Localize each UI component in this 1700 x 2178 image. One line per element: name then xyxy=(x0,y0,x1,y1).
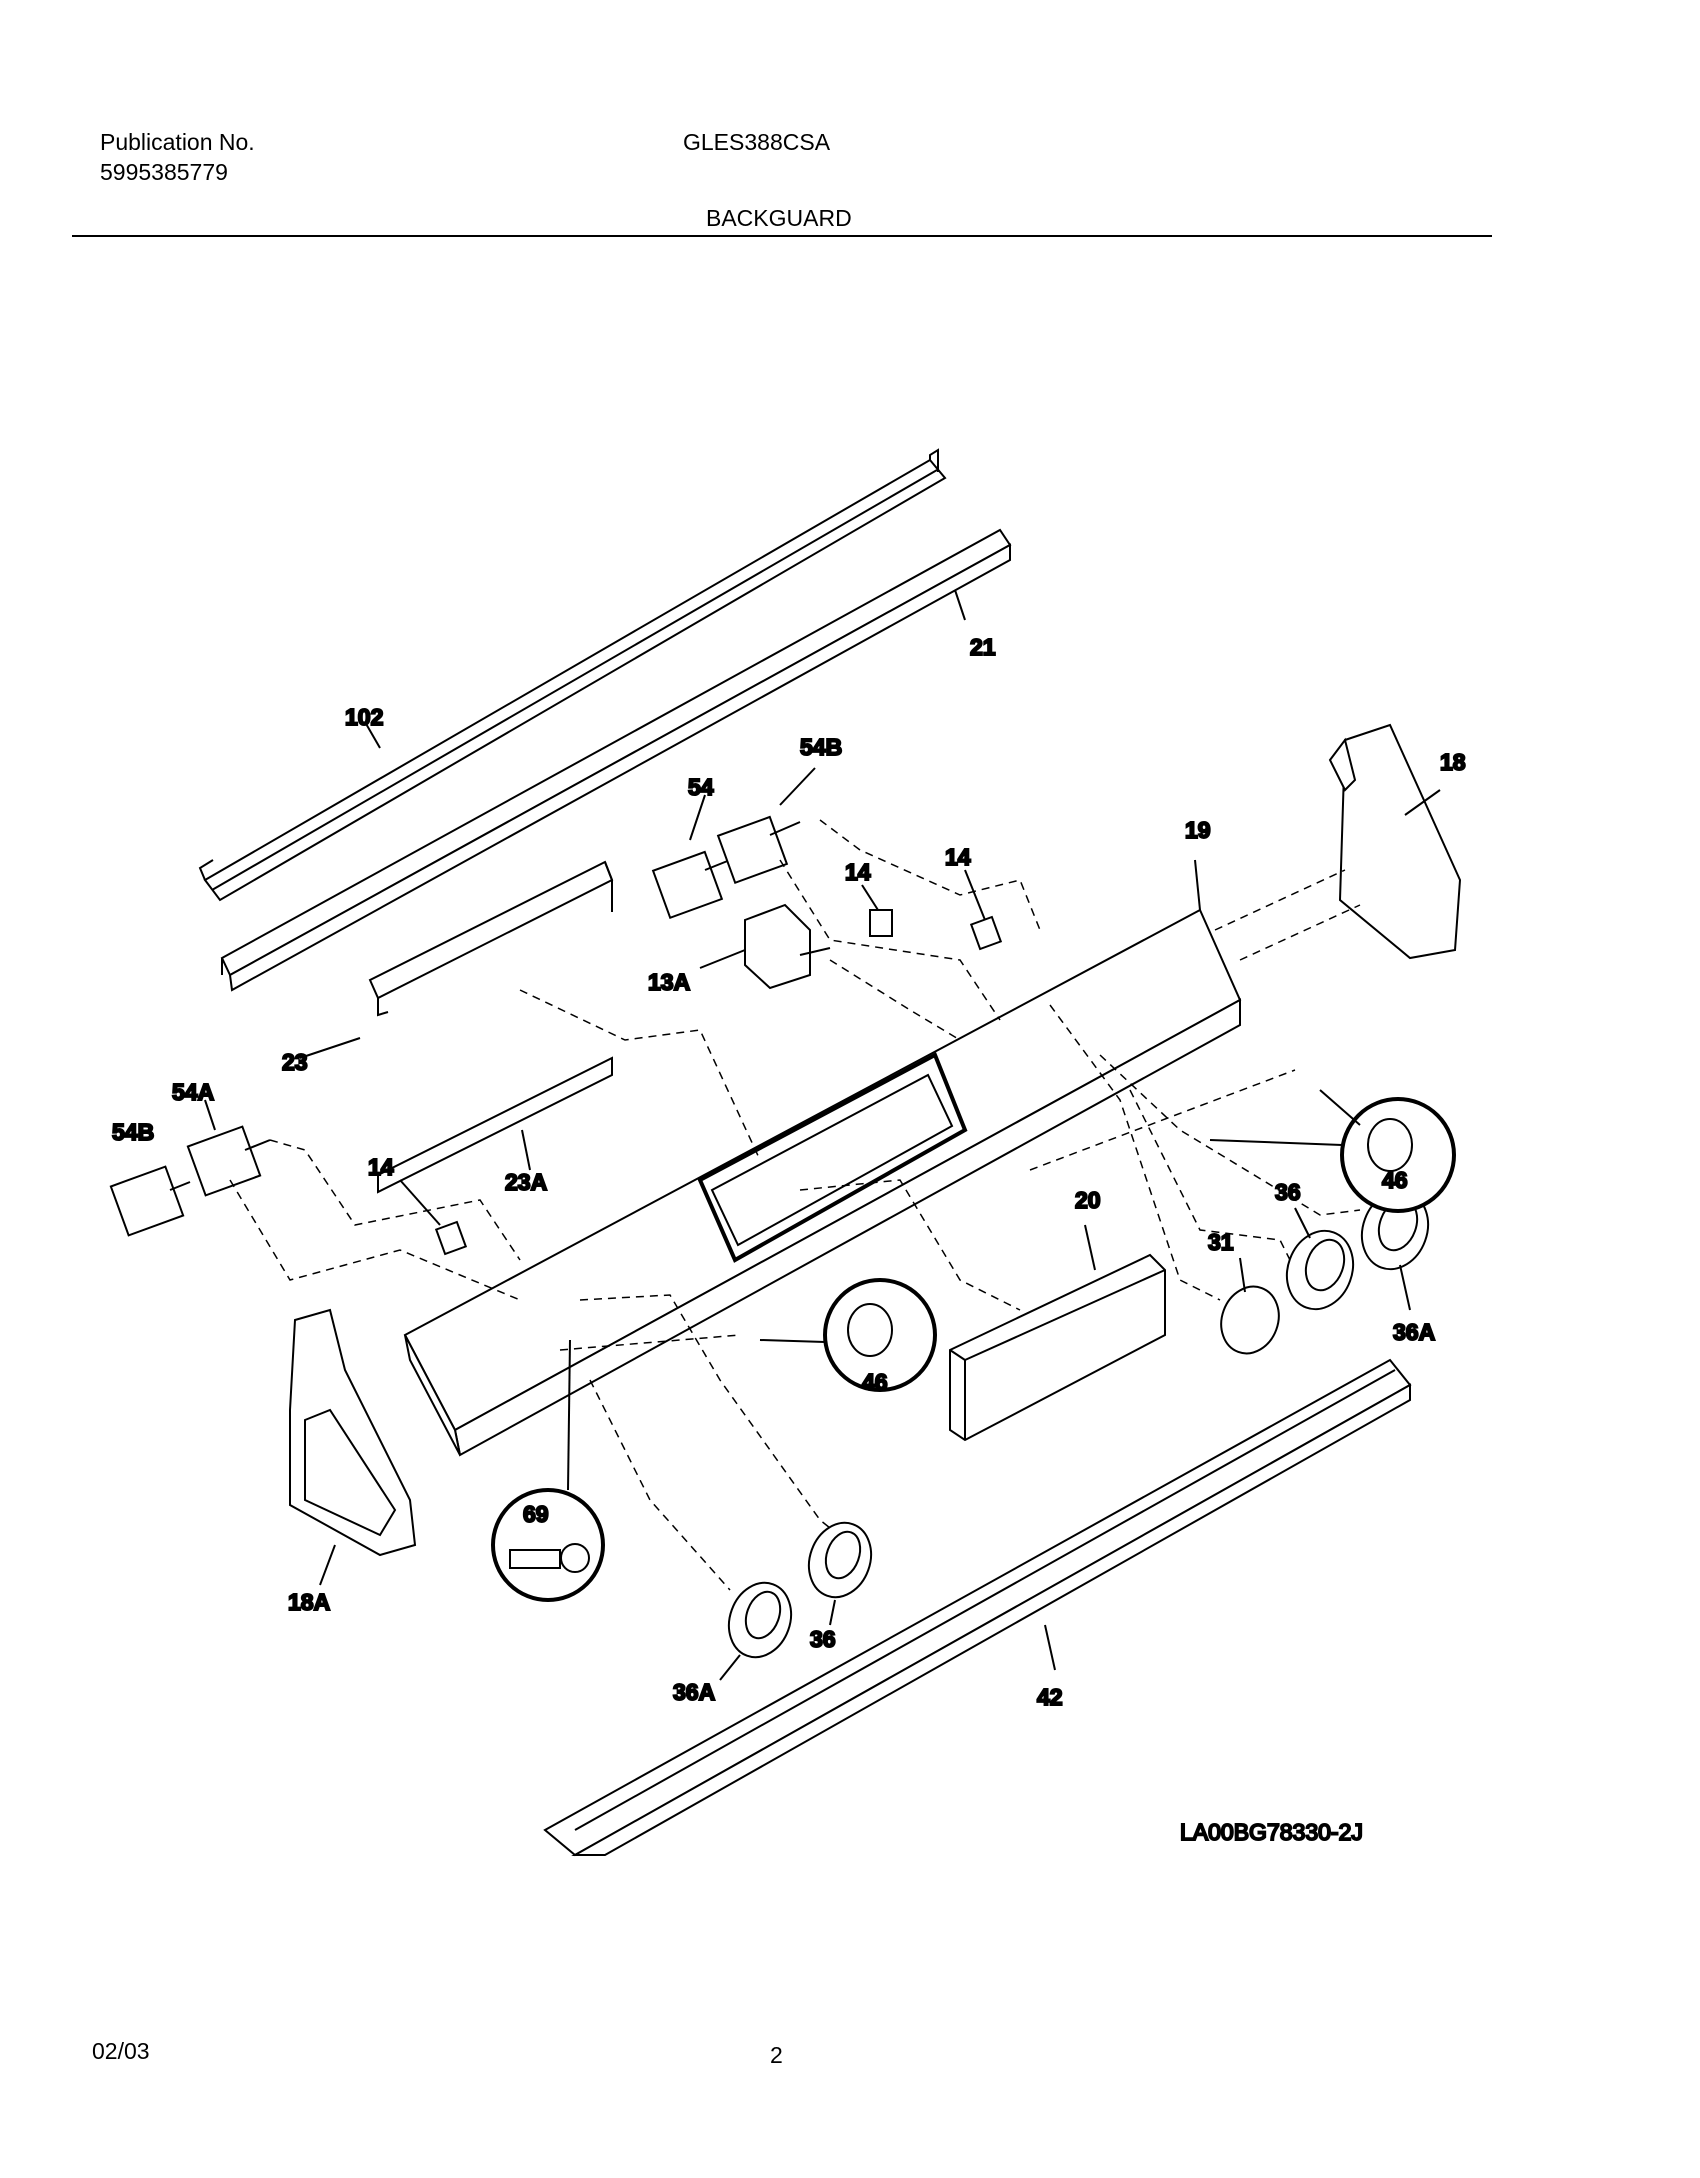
callout-19: 19 xyxy=(1185,817,1211,843)
part-13A-switch xyxy=(744,903,831,990)
callout-36A-bottom: 36A xyxy=(673,1679,715,1705)
callout-21: 21 xyxy=(970,634,996,660)
publication-label: Publication No. xyxy=(100,129,255,155)
part-36A-knob-bottom xyxy=(727,1581,793,1659)
section-title: BACKGUARD xyxy=(706,205,852,231)
callout-54A: 54A xyxy=(172,1079,214,1105)
part-23A-bracket xyxy=(377,1056,613,1194)
callout-54-top: 54 xyxy=(688,774,714,800)
part-14-clip-b xyxy=(969,915,1003,951)
part-36-knob-right xyxy=(1285,1229,1355,1311)
part-21-trim xyxy=(220,528,1012,992)
part-54A-switch xyxy=(186,1125,271,1197)
callout-13A: 13A xyxy=(648,969,690,995)
callout-18: 18 xyxy=(1440,749,1466,775)
part-14-clip-a xyxy=(869,909,893,937)
callout-18A: 18A xyxy=(288,1589,330,1615)
part-18-endcap xyxy=(1328,723,1462,960)
publication-number: 5995385779 xyxy=(100,159,228,185)
part-54-switch xyxy=(651,850,731,920)
callout-14-a: 14 xyxy=(945,844,971,870)
part-54B-switch-left xyxy=(109,1165,191,1237)
callout-20: 20 xyxy=(1075,1187,1101,1213)
part-14-clip-c xyxy=(434,1220,468,1256)
callout-14-b: 14 xyxy=(845,859,871,885)
part-18A-endcap xyxy=(289,1308,417,1557)
part-46-detail-right xyxy=(1209,1089,1456,1213)
drawing-code: LA00BG78330-2J xyxy=(1180,1819,1363,1845)
part-31-knob xyxy=(1220,1285,1280,1355)
callout-14-c: 14 xyxy=(368,1154,394,1180)
callout-36-right: 36 xyxy=(1275,1179,1301,1205)
part-69-screw-detail xyxy=(491,1339,605,1602)
assembly-lines xyxy=(229,819,1361,1591)
callout-36-bottom: 36 xyxy=(810,1626,836,1652)
part-102-trim xyxy=(198,448,947,902)
footer-date: 02/03 xyxy=(92,2038,150,2064)
callout-31: 31 xyxy=(1208,1229,1234,1255)
callout-46-mid: 46 xyxy=(862,1369,888,1395)
page-number: 2 xyxy=(770,2042,783,2068)
callout-54B-left: 54B xyxy=(112,1119,154,1145)
part-36-knob-bottom xyxy=(807,1521,873,1599)
header-rule xyxy=(72,235,1492,237)
callout-102: 102 xyxy=(345,704,383,730)
part-20-control xyxy=(949,1253,1166,1442)
callout-23A: 23A xyxy=(505,1169,547,1195)
part-42-trim xyxy=(543,1358,1412,1857)
model-number: GLES388CSA xyxy=(683,129,831,155)
callout-54B-top: 54B xyxy=(800,734,842,760)
callout-46-right: 46 xyxy=(1382,1167,1408,1193)
part-46-detail-mid xyxy=(759,1278,937,1392)
part-23-bracket xyxy=(368,860,614,1017)
callout-23: 23 xyxy=(282,1049,308,1075)
callout-42: 42 xyxy=(1037,1684,1063,1710)
part-54B-switch-top xyxy=(716,815,801,885)
callout-36A-right: 36A xyxy=(1393,1319,1435,1345)
callout-69: 69 xyxy=(523,1501,549,1527)
part-19-backguard xyxy=(403,908,1242,1457)
